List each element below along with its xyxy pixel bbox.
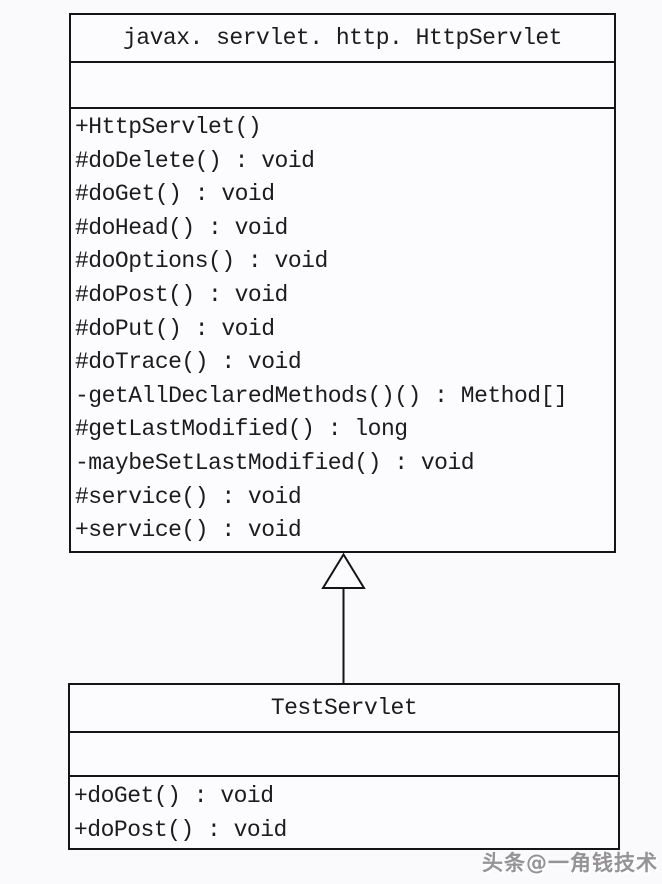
method-entry: -getAllDeclaredMethods()() : Method[] [75, 382, 568, 409]
method-entry: #doTrace() : void [75, 349, 302, 376]
method-entry: #doOptions() : void [75, 248, 328, 275]
inheritance-arrow [321, 553, 366, 684]
watermark: 头条@一角钱技术 [482, 851, 658, 875]
method-entry: #service() : void [75, 483, 302, 510]
method-entry: -maybeSetLastModified() : void [75, 449, 475, 476]
method-entry: #doHead() : void [75, 214, 288, 241]
class-methods-testservlet: +doGet() : void +doPost() : void [70, 777, 618, 846]
inheritance-triangle-icon [321, 553, 366, 589]
class-box-httpservlet: javax. servlet. http. HttpServlet +HttpS… [69, 13, 616, 553]
method-entry: +HttpServlet() [75, 114, 262, 140]
class-methods-httpservlet: +HttpServlet() #doDelete() : void #doGet… [71, 109, 614, 547]
method-entry: #doDelete() : void [75, 147, 315, 174]
class-title-httpservlet: javax. servlet. http. HttpServlet [71, 15, 614, 63]
class-title-testservlet: TestServlet [70, 685, 618, 733]
method-entry: +doGet() : void [74, 783, 274, 809]
method-entry: #getLastModified() : long [75, 416, 408, 443]
method-entry: +doPost() : void [74, 816, 287, 843]
class-attributes-testservlet [70, 733, 618, 777]
method-entry: +service() : void [75, 517, 302, 544]
method-entry: #doPut() : void [75, 315, 275, 342]
method-entry: #doGet() : void [75, 181, 275, 208]
method-entry: #doPost() : void [75, 281, 288, 308]
class-box-testservlet: TestServlet +doGet() : void +doPost() : … [68, 683, 620, 850]
class-attributes-httpservlet [71, 63, 614, 109]
